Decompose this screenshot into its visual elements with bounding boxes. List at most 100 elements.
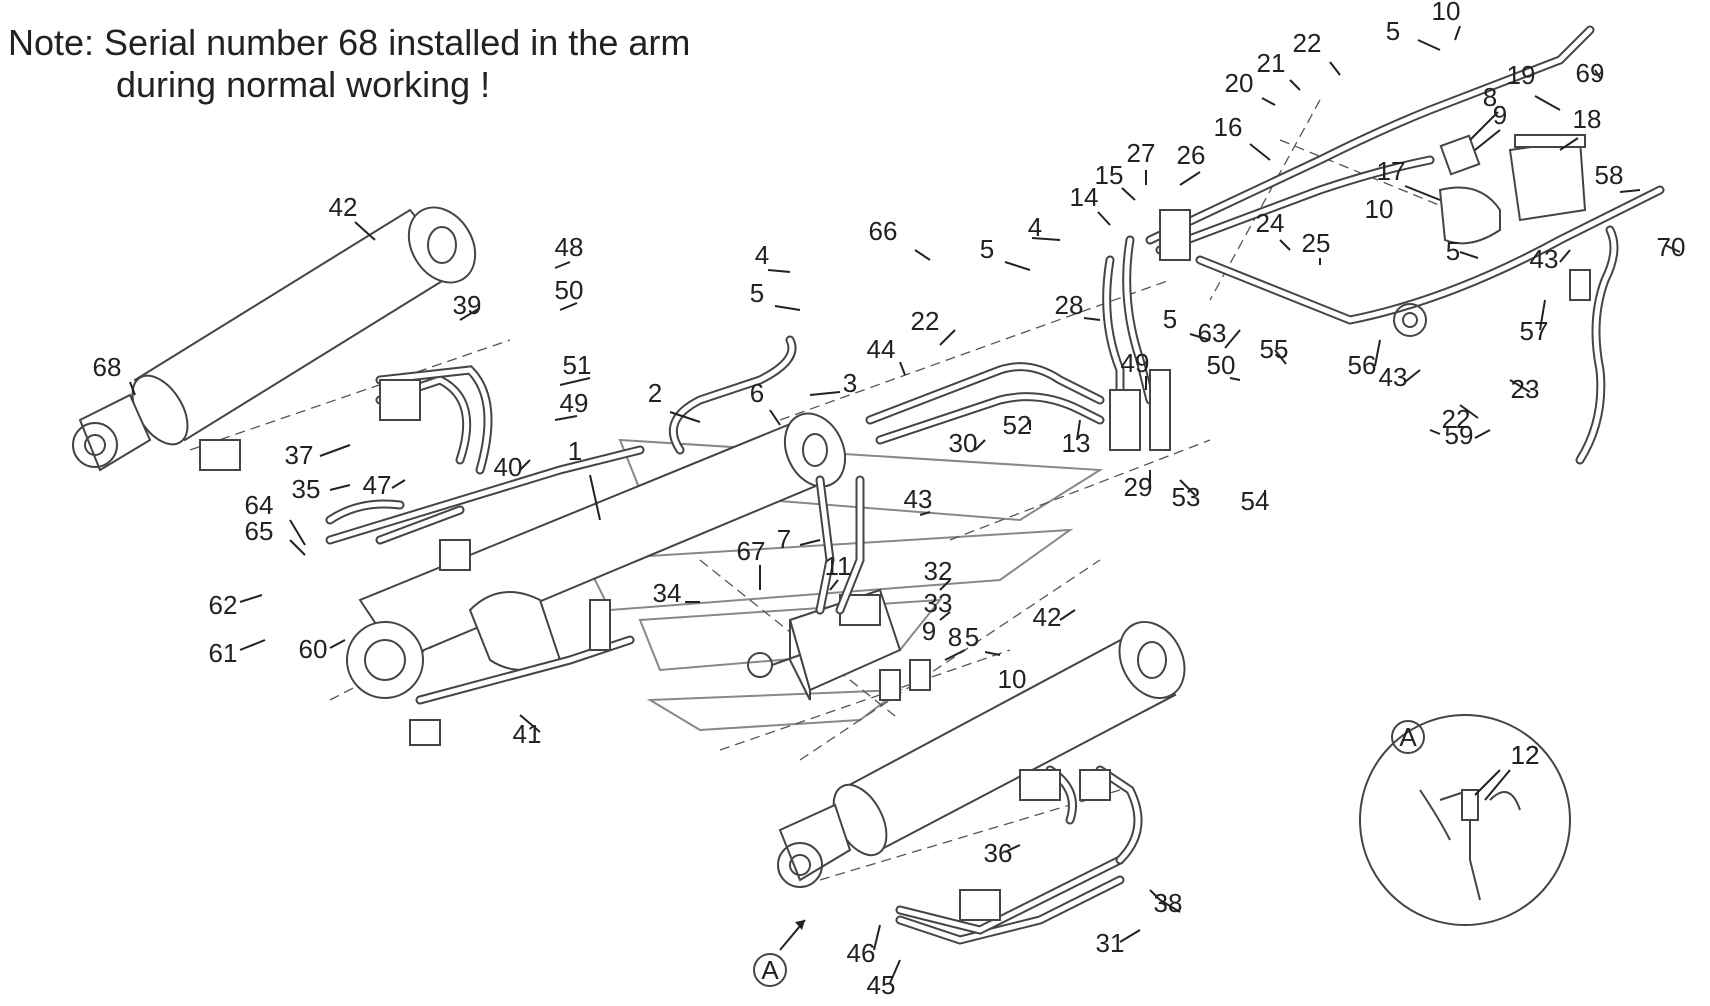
leader-line xyxy=(1274,349,1287,365)
callout-label: 13 xyxy=(1062,428,1091,458)
note-line-2: during normal working ! xyxy=(116,64,491,105)
leader-line xyxy=(1539,299,1546,331)
callout-label: 5 xyxy=(750,278,764,308)
callout-label: 9 xyxy=(922,616,936,646)
callout-label: 23 xyxy=(1511,374,1540,404)
leader-line xyxy=(519,714,541,733)
leader-line xyxy=(939,329,956,346)
callout-label: 5 xyxy=(1386,16,1400,46)
leader-line xyxy=(1097,211,1111,226)
leader-line xyxy=(554,415,578,421)
leader-line xyxy=(1083,317,1101,321)
leader-line xyxy=(1179,479,1196,496)
leader-line xyxy=(939,579,951,591)
callout-label: 21 xyxy=(1257,48,1286,78)
leader-line xyxy=(1559,137,1579,151)
leader-line xyxy=(1224,329,1241,349)
leader-line xyxy=(1454,25,1461,41)
callout-label: 64 xyxy=(245,490,274,520)
leader-line xyxy=(1004,844,1021,853)
leader-line xyxy=(1559,249,1571,263)
callout-leader-lines xyxy=(129,25,1681,984)
leader-line xyxy=(459,307,481,321)
leader-line xyxy=(1189,333,1211,341)
callout-label: 5 xyxy=(965,622,979,652)
callout-label: 41 xyxy=(513,719,542,749)
callout-label: 67 xyxy=(737,536,766,566)
callout-label: 30 xyxy=(949,428,978,458)
leader-line xyxy=(1474,429,1491,439)
leader-line xyxy=(1619,189,1641,193)
callout-label: 63 xyxy=(1198,318,1227,348)
callout-label: 57 xyxy=(1520,316,1549,346)
leader-line xyxy=(1149,889,1161,901)
callout-label: 62 xyxy=(209,590,238,620)
control-valve-block xyxy=(747,588,902,701)
leader-line xyxy=(129,381,136,396)
leader-line xyxy=(1059,609,1076,621)
callout-label: 2 xyxy=(648,378,662,408)
leader-line xyxy=(1429,429,1441,435)
leader-line xyxy=(899,361,906,376)
callout-label: 25 xyxy=(1302,228,1331,258)
leader-line xyxy=(974,439,986,451)
callout-label: 42 xyxy=(329,192,358,222)
leader-line xyxy=(1534,95,1561,111)
callout-label: 50 xyxy=(1207,350,1236,380)
callout-label: 10 xyxy=(998,664,1027,694)
leader-line xyxy=(1229,377,1241,381)
leader-line xyxy=(1404,185,1441,201)
leader-line xyxy=(1459,404,1479,419)
callout-label: 27 xyxy=(1127,138,1156,168)
leader-line xyxy=(239,639,266,651)
callout-label: 6 xyxy=(750,378,764,408)
callout-label: 3 xyxy=(843,368,857,398)
callout-label: 32 xyxy=(924,556,953,586)
callout-label: 28 xyxy=(1055,290,1084,320)
callout-label: 8 xyxy=(948,622,962,652)
callout-label: 17 xyxy=(1377,156,1406,186)
callout-label: 53 xyxy=(1172,482,1201,512)
callout-label: 1 xyxy=(568,436,582,466)
callout-label: 29 xyxy=(1124,472,1153,502)
callout-label: 9 xyxy=(1493,100,1507,130)
leader-line xyxy=(1279,239,1291,251)
leader-line xyxy=(889,959,901,984)
callout-label: 43 xyxy=(904,484,933,514)
callout-label: 12 xyxy=(1511,740,1540,770)
leader-line xyxy=(1249,143,1271,161)
leader-line xyxy=(559,377,591,386)
callout-label: 58 xyxy=(1595,160,1624,190)
callout-label: 43 xyxy=(1530,244,1559,274)
callout-label: 14 xyxy=(1070,182,1099,212)
leader-line xyxy=(1459,251,1479,259)
callout-label: 5 xyxy=(980,234,994,264)
leader-line xyxy=(829,579,839,591)
leader-line xyxy=(939,611,951,621)
callout-label: 19 xyxy=(1507,60,1536,90)
leader-line xyxy=(559,302,578,311)
callout-label: 48 xyxy=(555,232,584,262)
callout-label: 22 xyxy=(1442,404,1471,434)
leader-line xyxy=(1004,261,1031,271)
callout-label: 36 xyxy=(984,838,1013,868)
leader-line xyxy=(809,391,841,396)
callout-label: 11 xyxy=(825,551,852,581)
callout-label: 55 xyxy=(1260,334,1289,364)
leader-line xyxy=(1121,187,1136,201)
callout-label: 20 xyxy=(1225,68,1254,98)
leader-line xyxy=(1474,129,1501,151)
leader-line xyxy=(329,639,346,649)
leader-line xyxy=(774,305,801,311)
leader-line xyxy=(1469,111,1499,141)
callout-label: 65 xyxy=(245,516,274,546)
leader-line xyxy=(1031,237,1061,241)
leader-line xyxy=(554,261,571,269)
leader-line xyxy=(589,474,601,521)
detail-view-label: A xyxy=(1399,722,1417,752)
callout-label: 54 xyxy=(1241,486,1270,516)
callout-label: 49 xyxy=(1121,348,1150,378)
leader-line xyxy=(1474,769,1501,796)
callout-label: 35 xyxy=(292,474,321,504)
